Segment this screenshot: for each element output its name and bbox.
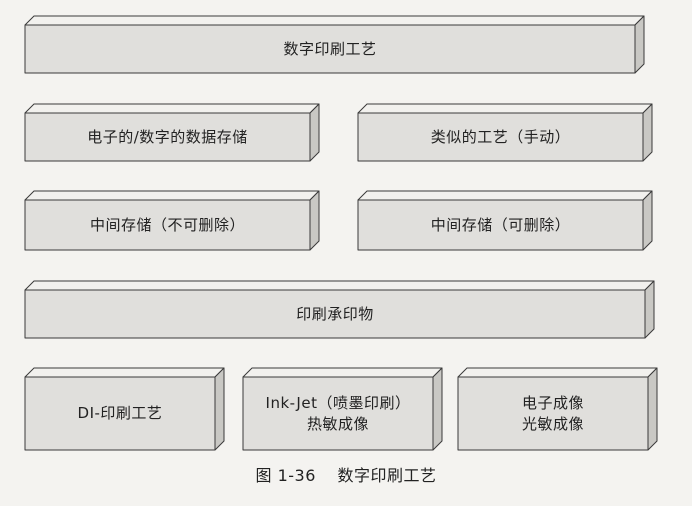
block-shape	[357, 103, 653, 162]
figure-caption: 图 1-36 数字印刷工艺	[0, 462, 692, 486]
block-front-face	[24, 199, 311, 251]
block-side-face	[214, 367, 225, 451]
block-di-printing-process: DI-印刷工艺	[24, 367, 225, 451]
block-label: Ink-Jet（喷墨印刷） 热敏成像	[243, 377, 433, 450]
block-label: 类似的工艺（手动）	[358, 113, 643, 161]
block-label: 中间存储（可删除）	[358, 200, 643, 250]
block-label-line: Ink-Jet（喷墨印刷）	[265, 393, 411, 412]
block-front-face	[24, 24, 636, 74]
block-label-line: 数字印刷工艺	[283, 39, 377, 58]
block-label: DI-印刷工艺	[25, 377, 215, 450]
block-front-face	[242, 376, 434, 451]
block-intermediate-storage-erasable: 中间存储（可删除）	[357, 190, 653, 251]
block-side-face	[309, 190, 320, 251]
block-side-face	[647, 367, 658, 451]
block-front-face	[24, 289, 646, 339]
block-side-face	[644, 280, 655, 339]
block-top-face	[24, 367, 225, 378]
block-side-face	[642, 190, 653, 251]
block-label-line: 光敏成像	[521, 414, 584, 433]
block-label: 数字印刷工艺	[25, 25, 635, 73]
block-shape	[457, 367, 658, 451]
block-analog-process-manual: 类似的工艺（手动）	[357, 103, 653, 162]
block-front-face	[24, 376, 216, 451]
block-shape	[24, 280, 655, 339]
block-label: 电子成像 光敏成像	[458, 377, 648, 450]
block-label-line: 中间存储（可删除）	[430, 215, 571, 234]
block-front-face	[357, 112, 644, 162]
block-label-line: 类似的工艺（手动）	[430, 127, 571, 146]
block-label-line: 电子成像	[521, 393, 584, 412]
block-front-face	[24, 112, 311, 162]
block-top-face	[457, 367, 658, 378]
block-label-line: DI-印刷工艺	[77, 404, 163, 422]
block-label-line: 印刷承印物	[296, 304, 374, 323]
block-side-face	[309, 103, 320, 162]
block-label-line: 电子的/数字的数据存储	[87, 127, 248, 146]
figure-title: 数字印刷工艺	[337, 466, 437, 485]
block-shape	[24, 103, 320, 162]
block-shape	[24, 367, 225, 451]
block-electronic-digital-data-storage: 电子的/数字的数据存储	[24, 103, 320, 162]
block-side-face	[642, 103, 653, 162]
figure-number: 图 1-36	[255, 466, 316, 485]
block-inkjet-thermal: Ink-Jet（喷墨印刷） 热敏成像	[242, 367, 443, 451]
block-top-face	[24, 103, 320, 114]
block-label: 印刷承印物	[25, 290, 645, 338]
block-side-face	[432, 367, 443, 451]
block-front-face	[457, 376, 649, 451]
block-top-face	[24, 15, 645, 26]
block-label-line: 中间存储（不可删除）	[89, 215, 245, 234]
block-shape	[24, 190, 320, 251]
block-label: 中间存储（不可删除）	[25, 200, 310, 250]
block-top-face	[24, 190, 320, 201]
block-front-face	[357, 199, 644, 251]
block-top-face	[242, 367, 443, 378]
block-top-face	[24, 280, 655, 291]
block-print-substrate: 印刷承印物	[24, 280, 655, 339]
block-label: 电子的/数字的数据存储	[25, 113, 310, 161]
block-top-face	[357, 103, 653, 114]
block-label-line: 热敏成像	[306, 414, 369, 433]
block-intermediate-storage-non-erasable: 中间存储（不可删除）	[24, 190, 320, 251]
block-side-face	[634, 15, 645, 74]
block-digital-printing-process: 数字印刷工艺	[24, 15, 645, 74]
block-shape	[242, 367, 443, 451]
block-electronic-photosensitive: 电子成像 光敏成像	[457, 367, 658, 451]
block-shape	[24, 15, 645, 74]
block-shape	[357, 190, 653, 251]
block-top-face	[357, 190, 653, 201]
